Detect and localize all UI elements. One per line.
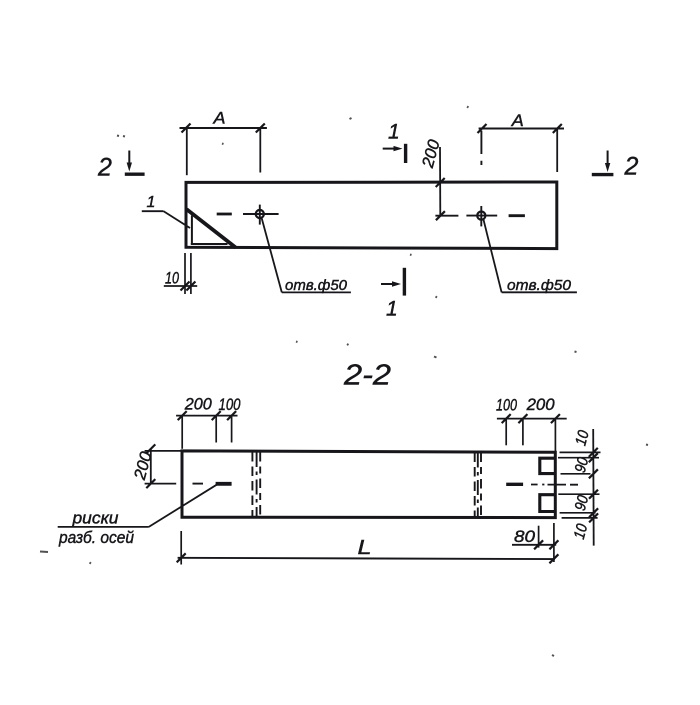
svg-text:10: 10 [165, 270, 180, 288]
svg-text:200: 200 [526, 396, 556, 414]
svg-text:A: A [511, 111, 524, 130]
svg-text:1: 1 [386, 298, 398, 321]
svg-text:100: 100 [219, 396, 242, 414]
svg-text:риски: риски [71, 510, 118, 528]
svg-text:L: L [358, 537, 372, 559]
svg-text:200: 200 [184, 396, 213, 414]
svg-text:A: A [212, 109, 225, 128]
svg-text:80: 80 [514, 528, 536, 546]
svg-text:отв.ф50: отв.ф50 [507, 277, 572, 294]
svg-text:2-2: 2-2 [343, 360, 391, 392]
svg-text:1: 1 [147, 194, 156, 211]
svg-text:100: 100 [496, 397, 518, 415]
svg-text:2: 2 [97, 154, 112, 182]
svg-text:1: 1 [388, 121, 400, 144]
svg-text:2: 2 [624, 153, 639, 181]
svg-text:разб. осей: разб. осей [58, 529, 134, 547]
svg-text:отв.ф50: отв.ф50 [285, 277, 348, 294]
